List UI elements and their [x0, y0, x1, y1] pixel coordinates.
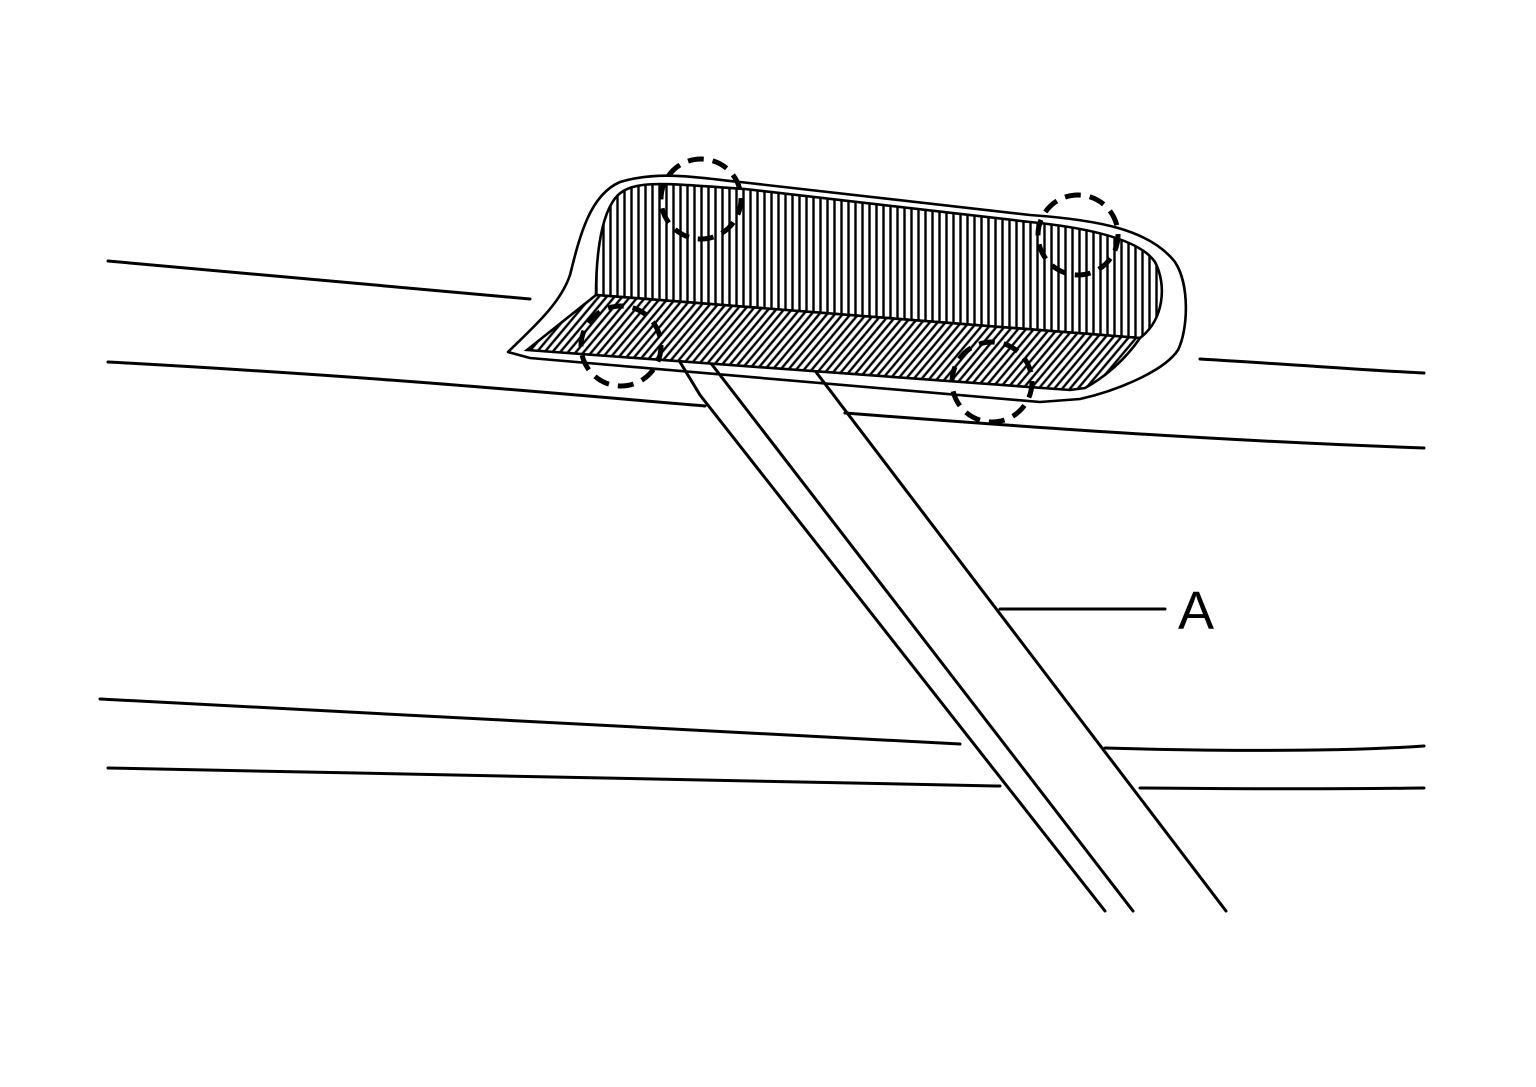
callout-label: A — [1178, 581, 1214, 641]
roof-panel-edges — [98, 259, 1426, 791]
trim-strip — [678, 360, 1228, 913]
clip-circle — [1035, 192, 1121, 278]
component-outer-outline — [506, 174, 1188, 404]
overhead-component — [506, 174, 1188, 404]
component-front-face — [523, 293, 1143, 392]
clip-circle — [658, 156, 744, 242]
clip-locations — [578, 156, 1121, 425]
clip-circle — [949, 339, 1035, 425]
component-top-face — [594, 182, 1164, 340]
clip-circle — [578, 303, 664, 389]
callout-a: A — [998, 581, 1214, 641]
